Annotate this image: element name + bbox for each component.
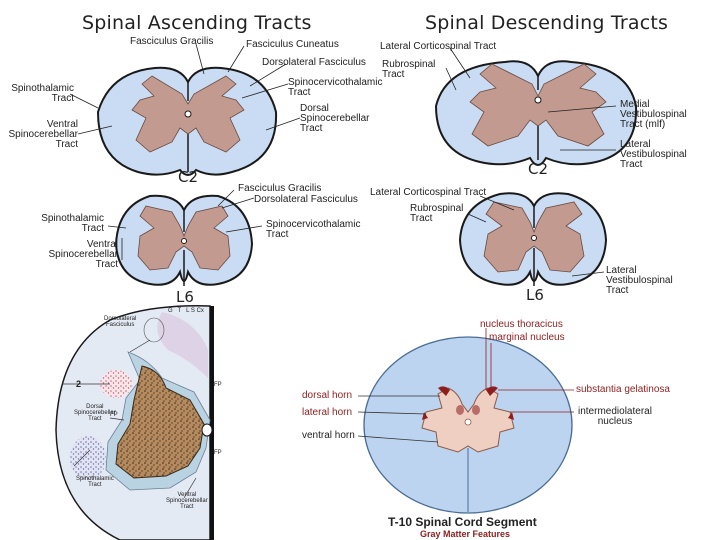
- label-histology-fp-1: FP: [214, 382, 222, 388]
- segment-label-ascending-c2: C2: [178, 168, 199, 186]
- ascending-tracts-title: Spinal Ascending Tracts: [82, 12, 312, 34]
- label-histology-fp-2: FP: [110, 412, 118, 418]
- label-spinothalamic-c2: Spinothalamic Tract: [11, 83, 74, 104]
- label-rubrospinal-l6: Rubrospinal Tract: [410, 203, 464, 224]
- label-histology-dorsolateral-fasciculus: Dorsolateral Fasciculus: [104, 316, 137, 328]
- ascending-c2-cross-section: [96, 66, 278, 176]
- label-ventral-horn: ventral horn: [302, 430, 355, 441]
- label-lateral-corticospinal-l6: Lateral Corticospinal Tract: [370, 187, 487, 198]
- label-fasciculus-gracilis-l6: Fasciculus Gracilis: [238, 183, 322, 194]
- descending-tracts-title: Spinal Descending Tracts: [425, 12, 669, 34]
- label-histology-number: 2: [76, 379, 82, 389]
- label-spinocervicothalamic-c2: Spinocervicothalamic Tract: [288, 77, 383, 98]
- segment-label-descending-l6: L6: [526, 286, 544, 304]
- segment-label-descending-c2: C2: [528, 160, 549, 178]
- label-fasciculus-gracilis-c2: Fasciculus Gracilis: [130, 36, 214, 47]
- leader-lines: [69, 43, 617, 277]
- label-rubrospinal-c2: Rubrospinal Tract: [382, 59, 436, 80]
- label-spinothalamic-l6: Spinothalamic Tract: [41, 213, 104, 234]
- label-dorsal-horn: dorsal horn: [302, 390, 353, 401]
- label-lateral-vestibulospinal-c2: Lateral Vestibulospinal Tract: [620, 139, 687, 170]
- label-substantia-gelatinosa: substantia gelatinosa: [576, 384, 670, 395]
- histology-top-labels: G T L S Cx: [168, 308, 204, 314]
- label-ventral-spinocerebellar-l6: Ventral Spinocerebellar Tract: [48, 239, 119, 270]
- label-dorsal-spinocerebellar-c2: Dorsal Spinocerebellar Tract: [300, 103, 370, 134]
- descending-c2-cross-section: [434, 60, 638, 166]
- label-lateral-corticospinal-c2: Lateral Corticospinal Tract: [380, 41, 497, 52]
- label-lateral-horn: lateral horn: [302, 407, 353, 418]
- histology-half-section: [55, 305, 214, 540]
- label-lateral-vestibulospinal-l6: Lateral Vestibulospinal Tract: [606, 265, 673, 296]
- t10-title: T-10 Spinal Cord Segment: [388, 515, 537, 529]
- label-histology-spinothalamic: Spinothalamic Tract: [76, 476, 114, 488]
- label-histology-fp-3: FP: [214, 450, 222, 456]
- label-spinocervicothalamic-l6: Spinocervicothalamic Tract: [266, 219, 361, 240]
- label-fasciculus-cuneatus-c2: Fasciculus Cuneatus: [246, 39, 339, 50]
- t10-cross-section: [357, 328, 574, 514]
- label-dorsolateral-fasciculus-c2: Dorsolateral Fasciculus: [262, 57, 366, 68]
- descending-l6-cross-section: [458, 192, 608, 286]
- label-histology-ventral-spinocerebellar: Ventral Spinocerebellar Tract: [166, 492, 208, 510]
- segment-label-ascending-l6: L6: [176, 288, 194, 306]
- label-dorsolateral-fasciculus-l6: Dorsolateral Fasciculus: [254, 194, 358, 205]
- label-histology-dorsal-spinocerebellar: Dorsal Spinocerebellar Tract: [74, 404, 116, 422]
- label-medial-vestibulospinal-c2: Medial Vestibulospinal Tract (mlf): [620, 99, 687, 130]
- label-intermediolateral-nucleus: intermediolateral nucleus: [578, 406, 652, 427]
- label-ventral-spinocerebellar-c2: Ventral Spinocerebellar Tract: [8, 119, 79, 150]
- t10-subtitle: Gray Matter Features: [420, 529, 511, 539]
- ascending-l6-cross-section: [114, 194, 254, 286]
- label-nucleus-thoracicus: nucleus thoracicus: [480, 319, 563, 330]
- label-marginal-nucleus: marginal nucleus: [489, 332, 565, 343]
